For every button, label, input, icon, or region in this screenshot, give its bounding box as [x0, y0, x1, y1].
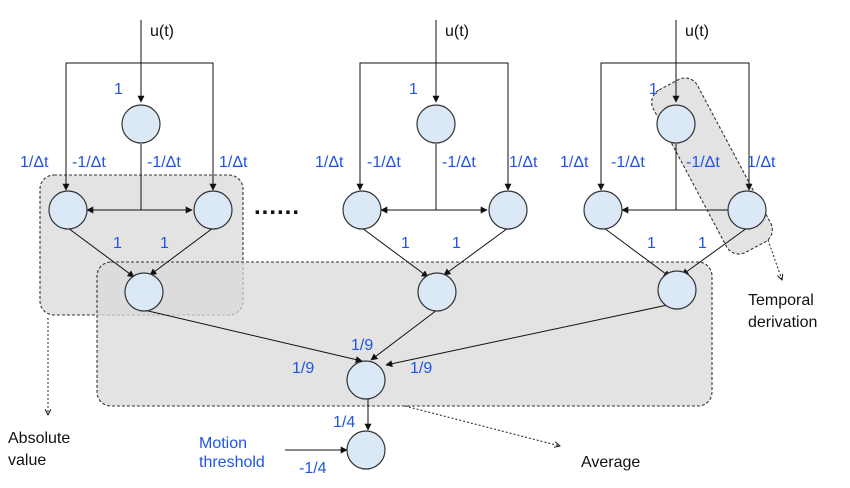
- absolute-line1: Absolute: [8, 430, 70, 447]
- weight-avg-right: 1/9: [410, 360, 432, 377]
- temporal-line1: Temporal: [748, 292, 814, 309]
- weight-neg-dt-1a: -1/Δt: [72, 154, 106, 171]
- derivative-neuron-2a: [342, 190, 382, 230]
- input-neuron-3: [656, 104, 696, 144]
- weight-pos-dt-3b: 1/Δt: [747, 154, 776, 171]
- temporal-callout: [767, 239, 782, 280]
- temporal-derivation-label: Temporal derivation: [748, 292, 818, 331]
- absolute-value-label: Absolute value: [8, 430, 75, 469]
- motion-threshold-line1: Motion: [199, 435, 247, 452]
- derivative-neuron-3a: [583, 190, 623, 230]
- weight-neg-dt-2b: -1/Δt: [442, 154, 476, 171]
- average-callout: [404, 405, 560, 446]
- abs-neuron-1: [124, 272, 164, 312]
- weight-input-3: 1: [649, 81, 658, 98]
- weight-abs-3b: 1: [698, 235, 707, 252]
- weight-neg-dt-1b: -1/Δt: [147, 154, 181, 171]
- average-neuron: [346, 360, 386, 400]
- derivative-neuron-1b: [193, 190, 233, 230]
- weight-neg-quarter: -1/4: [299, 460, 327, 477]
- abs-neuron-2: [417, 272, 457, 312]
- motion-threshold-line2: threshold: [199, 454, 265, 471]
- motion-threshold-label: Motion threshold: [199, 435, 265, 471]
- weight-input-1: 1: [114, 81, 123, 98]
- motion-output-neuron: [346, 430, 386, 470]
- weight-neg-dt-3b: -1/Δt: [686, 154, 720, 171]
- input-neuron-2: [416, 104, 456, 144]
- temporal-line2: derivation: [748, 314, 817, 331]
- average-label: Average: [581, 454, 640, 471]
- weight-abs-3a: 1: [647, 235, 656, 252]
- weight-pos-dt-3a: 1/Δt: [560, 154, 589, 171]
- input-label-2: u(t): [445, 23, 469, 40]
- weight-input-2: 1: [409, 81, 418, 98]
- derivative-neuron-2b: [488, 190, 528, 230]
- weight-avg-top: 1/9: [351, 337, 373, 354]
- weight-abs-1b: 1: [160, 235, 169, 252]
- module-2: u(t) 1 1/Δt -1/Δt -1/Δt 1/Δt 1 1: [315, 20, 538, 361]
- weight-abs-1a: 1: [113, 235, 122, 252]
- input-neuron-1: [121, 104, 161, 144]
- derivative-neuron-3b: [727, 190, 767, 230]
- weight-pos-dt-1b: 1/Δt: [219, 154, 248, 171]
- input-label-1: u(t): [150, 23, 174, 40]
- module-3: u(t) 1 1/Δt -1/Δt -1/Δt 1/Δt 1 1: [385, 20, 776, 368]
- ellipsis: ......: [254, 193, 300, 220]
- weight-neg-dt-3a: -1/Δt: [611, 154, 645, 171]
- input-label-3: u(t): [685, 23, 709, 40]
- derivative-neuron-1a: [48, 190, 88, 230]
- weight-avg-left: 1/9: [292, 360, 314, 377]
- weight-quarter: 1/4: [333, 414, 355, 431]
- weight-pos-dt-2a: 1/Δt: [315, 154, 344, 171]
- abs-neuron-3: [657, 270, 697, 310]
- weight-pos-dt-1a: 1/Δt: [20, 154, 49, 171]
- module-1: u(t) 1 1/Δt -1/Δt -1/Δt 1/Δt 1 1: [20, 20, 363, 363]
- weight-abs-2a: 1: [401, 235, 410, 252]
- average-stage: 1/9 1/9 1/9 1/4 -1/4 Motion threshold: [199, 337, 432, 477]
- weight-pos-dt-2b: 1/Δt: [509, 154, 538, 171]
- weight-abs-2b: 1: [452, 235, 461, 252]
- absolute-line2: value: [8, 452, 46, 469]
- weight-neg-dt-2a: -1/Δt: [367, 154, 401, 171]
